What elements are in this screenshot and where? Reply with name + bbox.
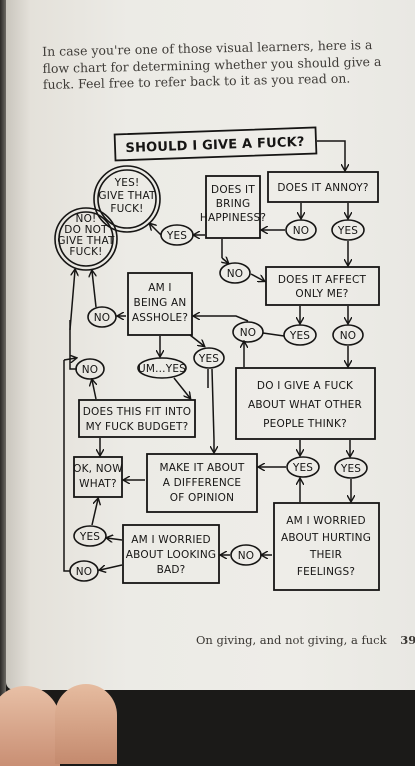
flowchart: SHOULD I GIVE A FUCK? DOES IT ANNOY? DOE… [54, 126, 380, 591]
answer-asshole-no-from-others: NO [232, 321, 264, 343]
svg-text:DOES IT ANNOY?: DOES IT ANNOY? [277, 182, 368, 194]
svg-text:NO: NO [82, 364, 99, 376]
svg-text:YES: YES [166, 230, 187, 242]
svg-text:NO: NO [340, 330, 357, 342]
connectors [63, 140, 351, 571]
svg-text:UM...YES: UM...YES [138, 363, 186, 375]
answer-annoy-no: NO [285, 219, 317, 241]
answer-happiness-no: NO [219, 262, 251, 284]
page-footer: On giving, and not giving, a fuck 39 [196, 633, 415, 647]
svg-text:NO: NO [240, 327, 257, 339]
node-title: SHOULD I GIVE A FUCK? [113, 126, 318, 162]
answer-affect-no: NO [332, 324, 364, 346]
finger [55, 684, 117, 764]
answer-asshole-no: NO [87, 306, 117, 328]
answer-affect-yes: YES [283, 324, 317, 346]
answer-hurting-no: NO [230, 544, 262, 566]
svg-text:NO: NO [76, 566, 93, 578]
answer-asshole-um-yes: UM...YES [137, 357, 187, 379]
book-spine-shadow [0, 0, 6, 700]
svg-text:YES: YES [292, 462, 313, 474]
svg-text:YES: YES [337, 225, 358, 237]
svg-text:YES: YES [79, 531, 100, 543]
reader-fingers [0, 676, 130, 766]
node-does-it-annoy: DOES IT ANNOY? [267, 171, 379, 203]
answer-others-yes-left: YES [286, 456, 320, 478]
answer-happiness-yes: YES [160, 224, 194, 246]
svg-text:NO: NO [238, 550, 255, 562]
svg-text:SHOULD I GIVE A FUCK?: SHOULD I GIVE A FUCK? [125, 135, 305, 156]
svg-text:NO: NO [227, 268, 244, 280]
answer-budget-no: NO [75, 358, 105, 380]
svg-text:NO: NO [94, 312, 111, 324]
thumb [0, 686, 60, 766]
svg-text:YES: YES [340, 463, 361, 475]
answer-looking-bad-yes: YES [73, 525, 107, 547]
answer-looking-bad-no: NO [69, 560, 99, 582]
svg-text:NO: NO [293, 225, 310, 237]
svg-text:YES: YES [289, 330, 310, 342]
footer-section-title: On giving, and not giving, a fuck [196, 633, 387, 647]
page-number: 39 [400, 633, 415, 647]
answer-asshole-yes: YES [193, 347, 225, 369]
answer-others-yes-right: YES [334, 457, 368, 479]
svg-text:YES: YES [198, 353, 219, 365]
answer-annoy-yes: YES [331, 219, 365, 241]
